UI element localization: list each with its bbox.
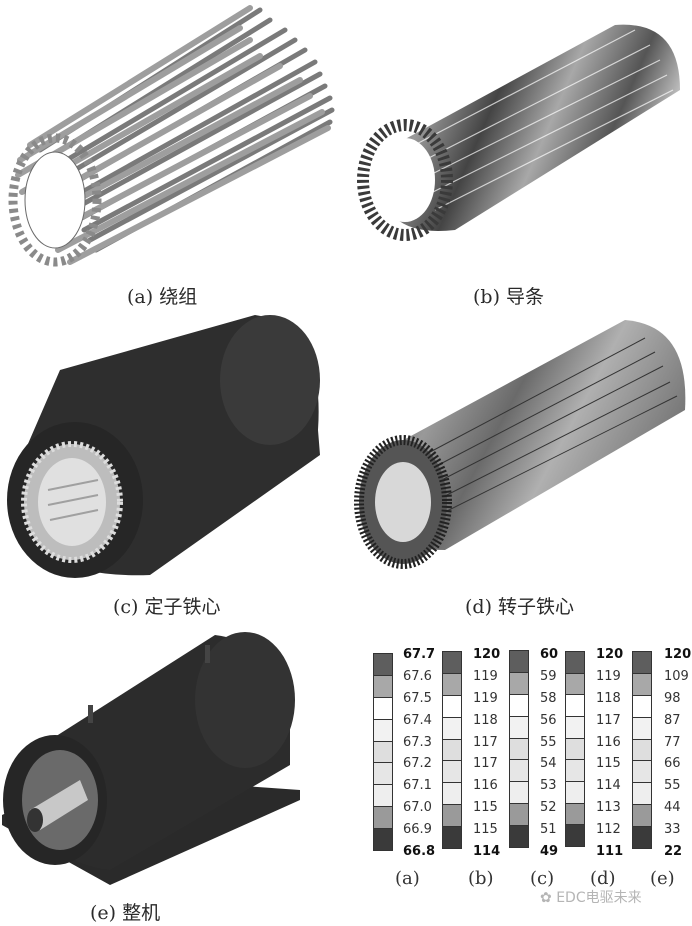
legend-b-value: 119	[473, 690, 498, 706]
panel-rotor-core: (d) 转子铁心	[345, 310, 692, 618]
legend-a-value: 67.4	[403, 712, 432, 728]
legend-label-c: (c)	[530, 868, 555, 889]
legend-a-value: 67.6	[403, 668, 432, 684]
whole-machine-illustration	[2, 632, 300, 885]
legend-b-value: 116	[473, 778, 498, 794]
legend-label-e: (e)	[650, 868, 675, 889]
legend-d-value: 116	[596, 734, 621, 750]
legend-c-value: 51	[540, 822, 557, 837]
legend-d-value: 113	[596, 800, 621, 816]
rotor-core-illustration	[354, 320, 686, 569]
legend-c-value: 55	[540, 734, 557, 750]
caption-rotor-bars: (b) 导条	[473, 286, 545, 308]
stator-core-illustration	[7, 315, 320, 578]
legend-values-e: 120 109 98 87 77 66 55 44 33 22	[664, 648, 691, 858]
legend-b-value: 115	[473, 822, 498, 837]
legend-c-value: 54	[540, 756, 557, 772]
legend-d-value: 114	[596, 778, 621, 794]
legend-values-c: 60 59 58 56 55 54 53 52 51 49	[540, 648, 558, 858]
legend-c-value: 49	[540, 843, 559, 859]
legend-c-value: 52	[540, 800, 557, 816]
legend-a-value: 66.9	[403, 822, 432, 837]
legend-bar-a	[373, 653, 393, 851]
legend-e-value: 22	[664, 843, 683, 859]
legend-b-value: 114	[473, 843, 501, 859]
legend-values-d: 120 119 118 117 116 115 114 113 112 111	[596, 648, 623, 858]
legend-d-value: 118	[596, 690, 621, 706]
legend-d-value: 119	[596, 668, 621, 684]
legend-d-value: 115	[596, 756, 621, 772]
legend-a-value: 67.1	[403, 778, 432, 794]
legend-b-value: 118	[473, 712, 498, 728]
legend-a-value: 67.0	[403, 800, 432, 816]
rotor-bars-illustration	[357, 24, 680, 241]
caption-winding: (a) 绕组	[127, 286, 198, 308]
legend-c-value: 53	[540, 778, 557, 794]
legend-bar-c	[509, 650, 529, 848]
panel-winding: (a) 绕组	[0, 0, 340, 308]
legend-label-b: (b)	[468, 868, 494, 889]
legend-d-value: 111	[596, 843, 624, 859]
legend-b-value: 117	[473, 734, 498, 750]
legend-bar-e	[632, 651, 652, 849]
legend-label-a: (a)	[395, 868, 420, 889]
panel-whole-machine: (e) 整机	[0, 630, 340, 926]
wechat-icon: ✿	[540, 890, 557, 906]
legend-e-value: 77	[664, 734, 681, 750]
caption-whole-machine: (e) 整机	[90, 902, 161, 924]
legend-a-value: 66.8	[403, 843, 436, 859]
legend-d-value: 120	[596, 647, 624, 662]
legend-a-value: 67.2	[403, 756, 432, 772]
legend-values-a: 67.7 67.6 67.5 67.4 67.3 67.2 67.1 67.0 …	[403, 648, 435, 858]
legend-e-value: 109	[664, 668, 689, 684]
legend-e-value: 87	[664, 712, 681, 728]
caption-stator-core: (c) 定子铁心	[113, 596, 221, 618]
panel-stator-core: (c) 定子铁心	[0, 310, 340, 618]
legend-d-value: 117	[596, 712, 621, 728]
watermark-text: EDC电驱未来	[556, 890, 642, 906]
panel-rotor-bars: (b) 导条	[345, 0, 692, 308]
legend-b-value: 115	[473, 800, 498, 816]
legend-a-value: 67.5	[403, 690, 432, 706]
legend-e-value: 44	[664, 800, 681, 816]
legend-values-b: 120 119 119 118 117 117 116 115 115 114	[473, 648, 500, 858]
legend-a-value: 67.7	[403, 647, 436, 662]
legend-e-value: 98	[664, 690, 681, 706]
legend-b-value: 120	[473, 647, 501, 662]
legend-d-value: 112	[596, 822, 621, 837]
winding-illustration	[8, 5, 335, 267]
legend-a-value: 67.3	[403, 734, 432, 750]
caption-rotor-core: (d) 转子铁心	[465, 596, 575, 618]
watermark: ✿ EDC电驱未来	[540, 887, 642, 907]
legend-c-value: 56	[540, 712, 557, 728]
legend-e-value: 33	[664, 822, 681, 837]
legend-bar-b	[442, 651, 462, 849]
legend-e-value: 120	[664, 647, 692, 662]
legend-c-value: 59	[540, 668, 557, 684]
legend-e-value: 66	[664, 756, 681, 772]
legend-c-value: 60	[540, 647, 559, 662]
legend-e-value: 55	[664, 778, 681, 794]
legend-bar-d	[565, 651, 585, 847]
legend-b-value: 117	[473, 756, 498, 772]
legend-label-d: (d)	[590, 868, 616, 889]
legend-b-value: 119	[473, 668, 498, 684]
legend-c-value: 58	[540, 690, 557, 706]
